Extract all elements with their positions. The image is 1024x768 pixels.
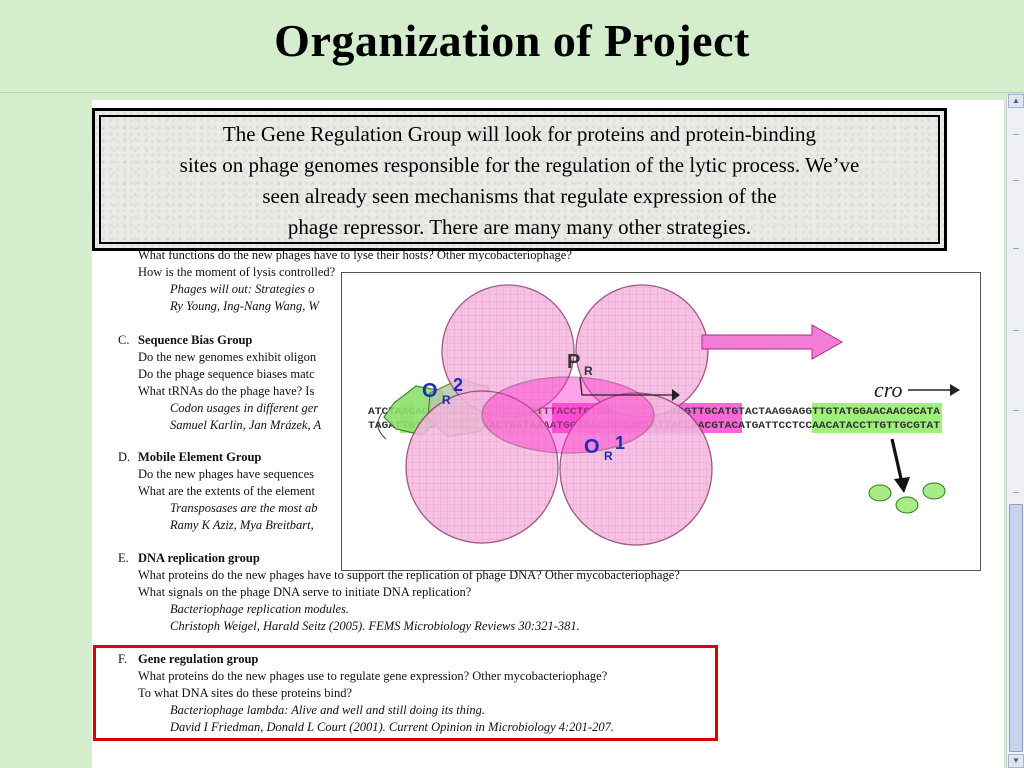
operator1-label-number: 1 [615,433,625,453]
operator2-label-number: 2 [453,375,463,395]
lysis-question-2: How is the moment of lysis controlled? [138,265,336,279]
section-e-letter: E. [118,551,129,565]
promoter-bend-line [579,376,672,396]
repressor-subunit-grid [560,393,712,545]
callout-line: The Gene Regulation Group will look for … [222,122,817,146]
highlight-box [93,645,718,741]
cro-gene-arrowhead [950,384,960,396]
section-c-question: Do the new genomes exhibit oligon [138,350,317,364]
scroll-tick [1013,492,1019,493]
scroll-down-arrow-icon[interactable]: ▼ [1008,754,1024,768]
cro-tail [377,412,387,440]
scroll-tick [1013,180,1019,181]
scroll-tick [1013,330,1019,331]
section-f-question: To what DNA sites do these proteins bind… [138,686,353,700]
callout-line: sites on phage genomes responsible for t… [179,153,860,177]
section-d-title: Mobile Element Group [138,450,262,464]
rna-polymerase [481,376,655,454]
section-e-question: What signals on the phage DNA serve to i… [138,585,472,599]
repressor-subunit-grid [442,285,574,417]
section-f-ref: David I Friedman, Donald L Court (2001).… [170,720,614,734]
slide-title: Organization of Project [274,15,750,66]
transcription-arrow-grid [702,325,842,359]
lysis-question-1: What functions do the new phages have to… [138,248,572,262]
expression-arrow [890,438,904,484]
section-d-question: Do the new phages have sequences [138,467,314,481]
cro-protein [868,484,892,502]
repressor-subunit-grid [576,285,708,417]
callout-text: The Gene Regulation Group will look for … [101,119,938,243]
lysis-ref-authors: Ry Young, Ing-Nang Wang, W [170,299,319,313]
section-f-question: What proteins do the new phages use to r… [138,669,608,683]
section-c-ref: Codon usages in different ger [170,401,319,415]
callout-line: seen already seen mechanisms that regula… [262,184,777,208]
callout-inner-border [99,115,940,244]
scroll-up-arrow-icon[interactable]: ▲ [1008,94,1024,108]
section-d-ref: Transposases are the most ab [170,501,318,515]
promoter-label-subscript: R [584,364,593,378]
section-d-ref: Ramy K Aziz, Mya Breitbart, [170,518,314,532]
cro-protein [895,496,919,514]
title-divider [0,92,1024,93]
section-e-ref: Christoph Weigel, Harald Seitz (2005). F… [170,619,580,633]
section-f-title: Gene regulation group [138,652,259,666]
expression-arrowhead [894,477,910,493]
operator2-label-subscript: R [442,393,451,407]
cro-start-highlight [812,403,942,433]
section-e-question: What proteins do the new phages have to … [138,568,680,582]
callout-line: phage repressor. There are many many oth… [287,215,752,239]
scroll-tick [1013,134,1019,135]
section-f-ref: Bacteriophage lambda: Alive and well and… [170,703,486,717]
section-d-question: What are the extents of the element [138,484,316,498]
section-d-letter: D. [118,450,131,464]
section-c-letter: C. [118,333,130,347]
section-c-question: What tRNAs do the phage have? Is [138,384,315,398]
section-e-ref: Bacteriophage replication modules. [170,602,350,616]
promoter-label: P [567,351,580,373]
scroll-thumb[interactable] [1009,504,1023,752]
section-c-question: Do the phage sequence biases matc [138,367,315,381]
scroll-tick [1013,248,1019,249]
regulation-diagram-svg: ATCTAACACCGTGCGTGTTGACTATTTTACCTCTGGCGGT… [368,284,960,546]
promoter-arrowhead [672,389,680,401]
scroll-tick [1013,410,1019,411]
cro-gene-label: cro [874,377,903,402]
operator2-label: O [422,380,438,402]
cro-protein [922,482,946,500]
lysis-ref-title: Phages will out: Strategies o [170,282,315,296]
callout-box: The Gene Regulation Group will look for … [92,108,947,251]
operator1-label: O [584,436,600,458]
section-f-letter: F. [118,652,128,666]
regulation-diagram: ATCTAACACCGTGCGTGTTGACTATTTTACCTCTGGCGGT… [341,272,981,571]
section-c-title: Sequence Bias Group [138,333,253,347]
section-e-title: DNA replication group [138,551,260,565]
section-c-ref: Samuel Karlin, Jan Mrázek, A [170,418,322,432]
document-scrollbar[interactable]: ▲ ▼ [1006,94,1024,768]
repressor-subunit-grid [406,391,558,543]
operator1-label-subscript: R [604,449,613,463]
